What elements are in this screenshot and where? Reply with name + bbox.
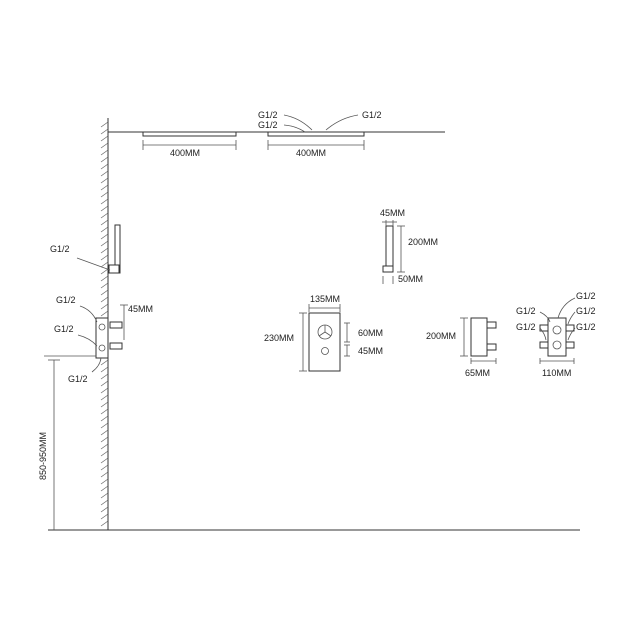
wall-hatch-line bbox=[100, 233, 109, 240]
wall-hatch-line bbox=[100, 191, 109, 198]
wall-hatch-line bbox=[100, 303, 109, 310]
wall-hatch-line bbox=[100, 366, 109, 373]
wall-hatch-line bbox=[100, 478, 109, 485]
wall-hatch-line bbox=[100, 380, 109, 387]
front-g-tr1-label: G1/2 bbox=[576, 291, 596, 301]
handheld-detail: 45MM 200MM 50MM bbox=[380, 208, 438, 284]
wall-hatch-line bbox=[100, 310, 109, 317]
hand-45-label: 45MM bbox=[380, 208, 405, 218]
panel-230-label: 230MM bbox=[264, 333, 294, 343]
wall-hatch-line bbox=[100, 492, 109, 499]
wall-hatch-line bbox=[100, 408, 109, 415]
wall-hatch-line bbox=[100, 506, 109, 513]
wall-hand-shower: G1/2 bbox=[50, 224, 121, 274]
wall-hatch-line bbox=[100, 282, 109, 289]
hand-g-label: G1/2 bbox=[50, 244, 70, 254]
valve-g3-label: G1/2 bbox=[68, 374, 88, 384]
height-dimension: 850-950MM bbox=[38, 359, 60, 530]
wall-hatch-line bbox=[100, 198, 109, 205]
panel-135-label: 135MM bbox=[310, 294, 340, 304]
wall-hatch-line bbox=[100, 429, 109, 436]
wall-hatch-line bbox=[100, 289, 109, 296]
wall-hatch-line bbox=[100, 513, 109, 520]
top-g3-label: G1/2 bbox=[362, 110, 382, 120]
wall-hatch-line bbox=[100, 359, 109, 366]
wall-hatch-line bbox=[100, 457, 109, 464]
front-g-tl-label: G1/2 bbox=[516, 306, 536, 316]
wall-hatch-line bbox=[100, 177, 109, 184]
valve-panel-front: 135MM 230MM 60MM 45MM bbox=[264, 294, 383, 372]
wall-hatch-line bbox=[100, 240, 109, 247]
wall-hatch-line bbox=[100, 247, 109, 254]
front-110-label: 110MM bbox=[542, 368, 571, 378]
valve-45-label: 45MM bbox=[128, 304, 153, 314]
height-label: 850-950MM bbox=[38, 432, 48, 480]
panel-60-label: 60MM bbox=[358, 328, 383, 338]
valve-g1-label: G1/2 bbox=[56, 295, 76, 305]
top-g2-label: G1/2 bbox=[258, 120, 278, 130]
wall-hatch-line bbox=[100, 156, 109, 163]
wall-hatch-line bbox=[100, 142, 109, 149]
wall-hatch-line bbox=[100, 254, 109, 261]
valve-g2-label: G1/2 bbox=[54, 324, 74, 334]
wall-hatch-line bbox=[100, 163, 109, 170]
wall-hatch-line bbox=[100, 296, 109, 303]
wall-hatch-line bbox=[100, 275, 109, 282]
rain-head-right: 400MM bbox=[267, 131, 365, 158]
wall-hatch-line bbox=[100, 373, 109, 380]
side-200-label: 200MM bbox=[426, 331, 456, 341]
wall-hatch-line bbox=[100, 387, 109, 394]
wall-hatch-line bbox=[100, 464, 109, 471]
wall-hatch-line bbox=[100, 212, 109, 219]
wall-hatch-line bbox=[100, 443, 109, 450]
wall-hatch-line bbox=[100, 499, 109, 506]
wall-hatch-line bbox=[100, 205, 109, 212]
wall-hatch-line bbox=[100, 485, 109, 492]
dim-400-left: 400MM bbox=[170, 148, 200, 158]
wall-hatch-line bbox=[100, 219, 109, 226]
wall-hatch-line bbox=[100, 422, 109, 429]
wall-hatch-line bbox=[100, 170, 109, 177]
wall-hatch-line bbox=[100, 184, 109, 191]
wall-hatch-line bbox=[100, 268, 109, 275]
wall-hatch-line bbox=[100, 149, 109, 156]
wall-hatch-line bbox=[100, 261, 109, 268]
top-g1-label: G1/2 bbox=[258, 110, 278, 120]
wall-hatch-line bbox=[100, 135, 109, 142]
dim-400-right: 400MM bbox=[296, 148, 326, 158]
wall-hatch-line bbox=[100, 394, 109, 401]
wall-hatch-line bbox=[100, 520, 109, 527]
wall-hatch-line bbox=[100, 450, 109, 457]
valve-body-front: 110MM G1/2 G1/2 G1/2 G1/2 G1/2 bbox=[516, 291, 596, 378]
wall-hatch-line bbox=[100, 226, 109, 233]
front-g-bl-label: G1/2 bbox=[516, 322, 536, 332]
valve-side-view: 200MM 65MM bbox=[426, 317, 497, 378]
top-inlet-labels: G1/2 G1/2 G1/2 bbox=[258, 110, 382, 133]
wall-hatch-line bbox=[100, 415, 109, 422]
wall-valve: 45MM G1/2 G1/2 G1/2 bbox=[44, 295, 153, 384]
front-g-br-label: G1/2 bbox=[576, 322, 596, 332]
wall-hatch-line bbox=[100, 436, 109, 443]
wall-hatch-line bbox=[100, 128, 109, 135]
side-65-label: 65MM bbox=[465, 368, 490, 378]
wall-hatch-line bbox=[100, 121, 109, 128]
rain-head-left: 400MM bbox=[142, 131, 237, 158]
wall-hatch-line bbox=[100, 401, 109, 408]
wall-hatch-line bbox=[100, 471, 109, 478]
hand-50-label: 50MM bbox=[398, 274, 423, 284]
panel-45-label: 45MM bbox=[358, 346, 383, 356]
hand-200-label: 200MM bbox=[408, 237, 438, 247]
front-g-tr2-label: G1/2 bbox=[576, 306, 596, 316]
